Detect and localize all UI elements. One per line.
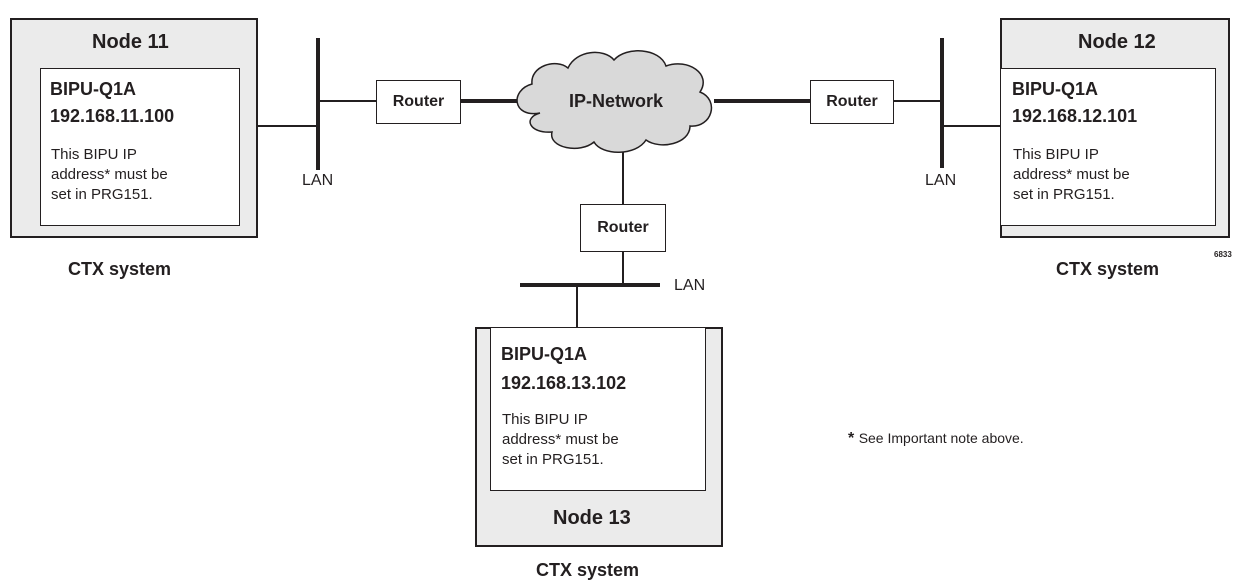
router-left: Router	[376, 80, 461, 124]
router-right: Router	[810, 80, 894, 124]
node-13-ip: 192.168.13.102	[501, 373, 627, 393]
node-12-unit: BIPU-Q1A	[1012, 79, 1099, 99]
footnote-star: *	[848, 430, 855, 447]
node-11-ip: 192.168.11.100	[50, 106, 175, 126]
node-11-note-line1: This BIPU IP	[51, 146, 137, 163]
node-13-title: Node 13	[553, 507, 631, 529]
footnote-text: See Important note above.	[858, 430, 1024, 446]
node-13-note: This BIPU IP address* must be set in PRG…	[502, 410, 619, 470]
node-12-title: Node 12	[1078, 31, 1156, 53]
node-12-note-line2a: address	[1013, 166, 1067, 183]
node-13-note-line2b: * must be	[555, 431, 619, 448]
lan-label-right: LAN	[925, 172, 957, 189]
node-13-unit: BIPU-Q1A	[501, 344, 588, 364]
node-12-note: This BIPU IP address* must be set in PRG…	[1013, 145, 1130, 205]
node-13-note-line2a: address	[502, 431, 556, 448]
node-11-note-line3: set in PRG151.	[51, 186, 153, 203]
node-11-unit: BIPU-Q1A	[50, 79, 137, 99]
router-bottom: Router	[580, 204, 666, 252]
node-13-bipu-card	[490, 327, 706, 491]
ip-network-cloud	[516, 50, 713, 153]
node-11-bipu-card	[40, 68, 240, 226]
lan-label-left: LAN	[302, 172, 334, 189]
lan-label-bottom: LAN	[674, 277, 706, 294]
node-12-bipu-card	[1000, 68, 1216, 226]
node-11-note: This BIPU IP address* must be set in PRG…	[51, 145, 168, 205]
node-12-note-line3: set in PRG151.	[1013, 186, 1115, 203]
node-11-note-line2b: * must be	[104, 166, 168, 183]
node-12-note-line2b: * must be	[1066, 166, 1130, 183]
node-11-caption: CTX system	[68, 259, 172, 279]
node-13-note-line3: set in PRG151.	[502, 451, 604, 468]
footnote: * See Important note above.	[848, 430, 1024, 448]
node-13-caption: CTX system	[536, 560, 640, 580]
ip-network-label: IP-Network	[569, 91, 664, 111]
node-11-note-line2a: address	[51, 166, 105, 183]
node-12-caption: CTX system	[1056, 259, 1160, 279]
node-12-note-line1: This BIPU IP	[1013, 146, 1099, 163]
node-11-title: Node 11	[92, 31, 169, 53]
figure-number: 6833	[1214, 250, 1232, 259]
node-12-ip: 192.168.12.101	[1012, 106, 1138, 126]
node-13-note-line1: This BIPU IP	[502, 411, 588, 428]
